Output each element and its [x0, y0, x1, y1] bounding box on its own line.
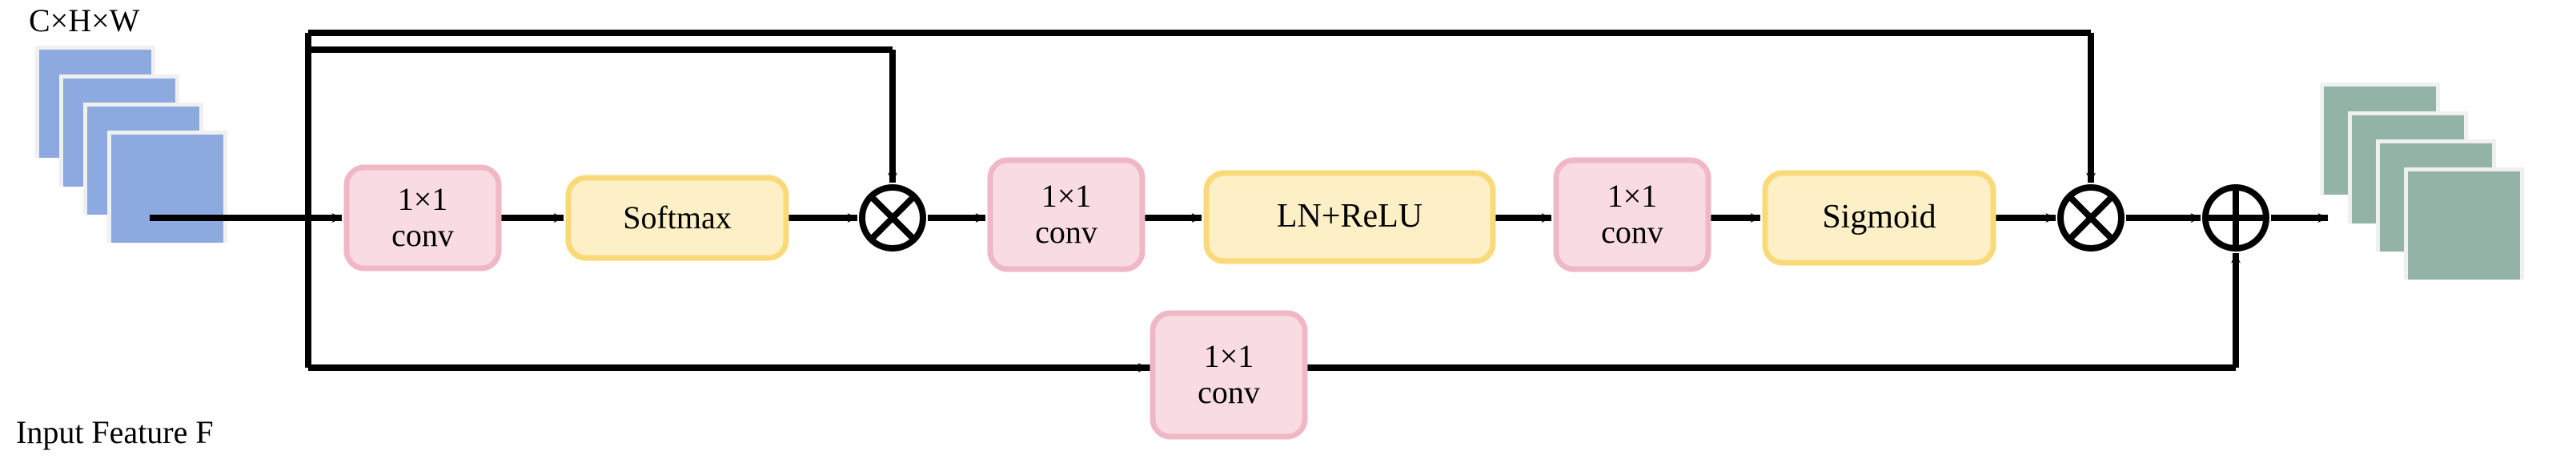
- blocks-layer: [343, 157, 1996, 440]
- block-sigmoid[interactable]: [1762, 170, 1996, 266]
- block-conv1[interactable]: [343, 164, 502, 272]
- block-conv4[interactable]: [1150, 310, 1308, 440]
- connection-wires: [150, 30, 2236, 371]
- output-feature-stack: [2320, 83, 2524, 280]
- multiply-operator-2[interactable]: [2057, 184, 2125, 252]
- block-lnrelu[interactable]: [1203, 170, 1496, 264]
- operators-layer: [859, 184, 2269, 252]
- tensor-shape-caption: C×H×W: [29, 2, 140, 38]
- input-feature-caption: Input Feature F: [16, 414, 214, 450]
- block-conv3[interactable]: [1553, 157, 1711, 272]
- connection-arrows: [308, 33, 2329, 372]
- input-feature-stack: [35, 46, 227, 243]
- add-operator-1[interactable]: [2202, 184, 2269, 252]
- block-softmax[interactable]: [565, 175, 789, 261]
- block-conv2[interactable]: [987, 157, 1146, 272]
- multiply-operator-1[interactable]: [859, 184, 926, 252]
